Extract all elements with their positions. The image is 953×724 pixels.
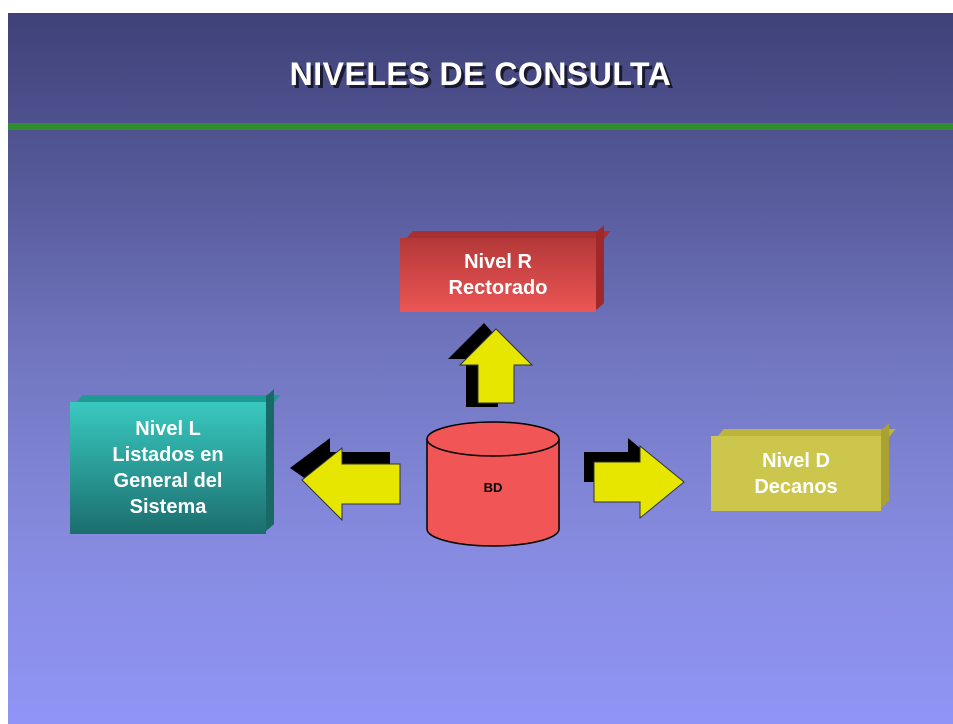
rectorado-line-2: Rectorado <box>448 277 548 299</box>
slide: NIVELES DE CONSULTA Nivel R Rectorado Ni… <box>8 13 953 724</box>
title-bar: NIVELES DE CONSULTA <box>8 13 953 123</box>
database-cylinder-icon <box>426 421 560 547</box>
slide-title: NIVELES DE CONSULTA <box>289 56 672 92</box>
listados-line-2: Listados en <box>112 444 224 466</box>
listados-line-1: Nivel L <box>135 418 201 440</box>
rectorado-box-side-face <box>596 225 604 310</box>
decanos-box-side-face <box>881 423 889 508</box>
arrow-left-icon <box>290 438 401 522</box>
decanos-line-2: Decanos <box>754 475 838 498</box>
listados-line-4: Sistema <box>129 496 207 518</box>
decanos-line-1: Nivel D <box>762 449 830 472</box>
title-divider <box>8 123 953 130</box>
listados-line-3: General del <box>113 470 223 492</box>
node-listados: Nivel L Listados en General del Sistema <box>70 402 266 534</box>
node-rectorado: Nivel R Rectorado <box>400 238 596 312</box>
listados-box-side-face <box>266 389 274 531</box>
database-label: BD <box>483 480 503 495</box>
arrow-right-icon <box>584 438 685 520</box>
arrow-up-icon <box>448 323 534 407</box>
node-decanos: Nivel D Decanos <box>711 436 881 511</box>
rectorado-line-1: Nivel R <box>464 251 532 273</box>
